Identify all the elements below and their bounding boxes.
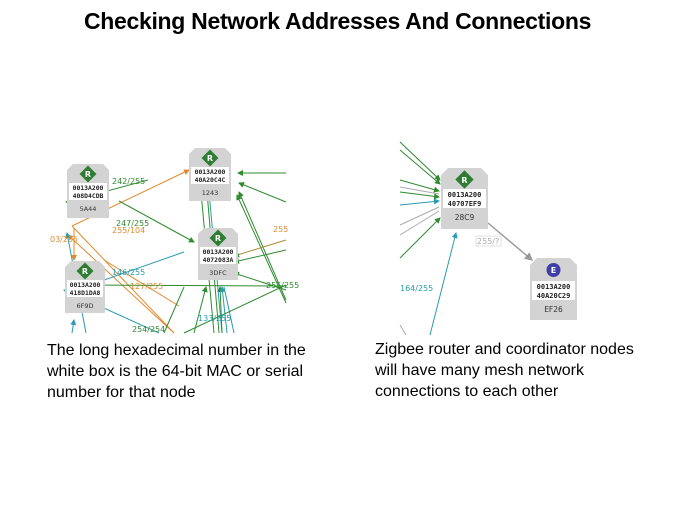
edge <box>183 284 287 334</box>
edge <box>399 210 440 236</box>
node-id: 28C9 <box>455 213 475 222</box>
node-mac-low: 40707EF9 <box>448 200 482 208</box>
node-mac-low: 418D1DA8 <box>70 289 101 297</box>
edge <box>233 249 287 264</box>
edge <box>223 286 235 334</box>
svg-text:R: R <box>85 170 91 179</box>
node-mac-low: 408D4CDB <box>73 192 104 200</box>
edge-labels: 242/255 247/255 255/104 03/255 255 146/2… <box>50 177 299 334</box>
edge <box>487 222 534 261</box>
edge-label: 247/255 <box>116 219 149 228</box>
edge <box>103 259 180 307</box>
edge-label: 03/255 <box>50 235 78 244</box>
edge <box>88 282 287 289</box>
node-mac-high: 0013A200 <box>195 168 226 176</box>
edge <box>238 182 287 203</box>
edge-label: 255/104 <box>112 226 145 235</box>
edge <box>399 206 440 226</box>
edge-label: 255 <box>273 225 288 234</box>
network-diagram-right: 255/? 164/255 R 0013A200 40707EF9 28C9 E… <box>399 140 590 336</box>
edge <box>118 200 195 243</box>
network-diagram-left: 242/255 247/255 255/104 03/255 255 146/2… <box>44 140 299 334</box>
caption-mac-explanation: The long hexadecimal number in the white… <box>47 342 306 401</box>
edge <box>429 232 458 336</box>
svg-text:R: R <box>215 234 221 243</box>
edge <box>399 217 441 259</box>
network-node[interactable]: E 0013A200 40A20C29 EF26 <box>530 258 577 320</box>
edge-label: 255/255 <box>266 281 299 290</box>
caption-mesh-explanation: Zigbee router and coordinator nodes will… <box>375 341 634 400</box>
network-node[interactable]: R 0013A200 40707EF9 28C9 <box>441 168 488 229</box>
node-mac-high: 0013A200 <box>70 281 101 289</box>
edge <box>399 324 407 336</box>
edges <box>63 169 287 334</box>
edge <box>67 234 175 334</box>
node-id: EF26 <box>544 305 563 314</box>
edge-label: 127/255 <box>130 282 163 291</box>
svg-text:E: E <box>551 266 556 275</box>
node-mac-low: 40A20C29 <box>537 292 571 300</box>
node-id: 5A44 <box>80 205 97 213</box>
edge-label: 255/? <box>477 237 499 246</box>
node-mac-high: 0013A200 <box>203 248 234 256</box>
svg-text:R: R <box>461 176 467 185</box>
node-mac-low: 4072083A <box>203 256 234 264</box>
network-graph-right: 255/? 164/255 R 0013A200 40707EF9 28C9 E… <box>399 141 577 336</box>
network-node[interactable]: R 0013A200 418D1DA8 6F9D <box>65 261 105 313</box>
edge-label: 164/255 <box>400 284 433 293</box>
node-mac-high: 0013A200 <box>537 283 571 291</box>
end-device-badge-icon: E <box>546 263 561 277</box>
svg-text:R: R <box>82 267 88 276</box>
edge <box>399 198 440 206</box>
edge-label: 254/254 <box>132 325 165 334</box>
edge <box>233 239 287 258</box>
slide-title: Checking Network Addresses And Connectio… <box>83 8 592 34</box>
edge <box>217 286 224 334</box>
edge <box>399 179 440 193</box>
edge-label: 242/255 <box>112 177 145 186</box>
node-mac-low: 40A20C4C <box>195 176 226 184</box>
node-id: 1243 <box>202 189 219 197</box>
edges <box>399 141 534 336</box>
edge <box>238 191 287 301</box>
node-id: 3DFC <box>209 269 227 277</box>
router-badge-icon: R <box>455 170 474 189</box>
edge <box>163 286 185 334</box>
svg-text:R: R <box>207 154 213 163</box>
edge <box>399 141 441 181</box>
edge <box>193 286 208 334</box>
node-id: 6F9D <box>76 302 93 310</box>
edge-labels: 255/? 164/255 <box>400 235 502 293</box>
edge <box>70 319 77 334</box>
edge <box>219 286 228 334</box>
network-node[interactable]: R 0013A200 4072083A 3DFC <box>198 228 238 280</box>
node-mac-high: 0013A200 <box>73 184 104 192</box>
network-node[interactable]: R 0013A200 40A20C4C 1243 <box>189 148 231 201</box>
edge <box>399 186 440 195</box>
edge <box>71 225 175 334</box>
edge-label: 146/255 <box>112 268 145 277</box>
edge-label: 133/255 <box>198 314 231 323</box>
edge <box>233 271 287 291</box>
edge <box>399 149 441 185</box>
network-graph-left: 242/255 247/255 255/104 03/255 255 146/2… <box>50 148 299 334</box>
edge <box>399 191 440 200</box>
edge <box>236 194 287 304</box>
node-mac-high: 0013A200 <box>448 191 482 199</box>
network-node[interactable]: R 0013A200 408D4CDB 5A44 <box>67 164 109 218</box>
